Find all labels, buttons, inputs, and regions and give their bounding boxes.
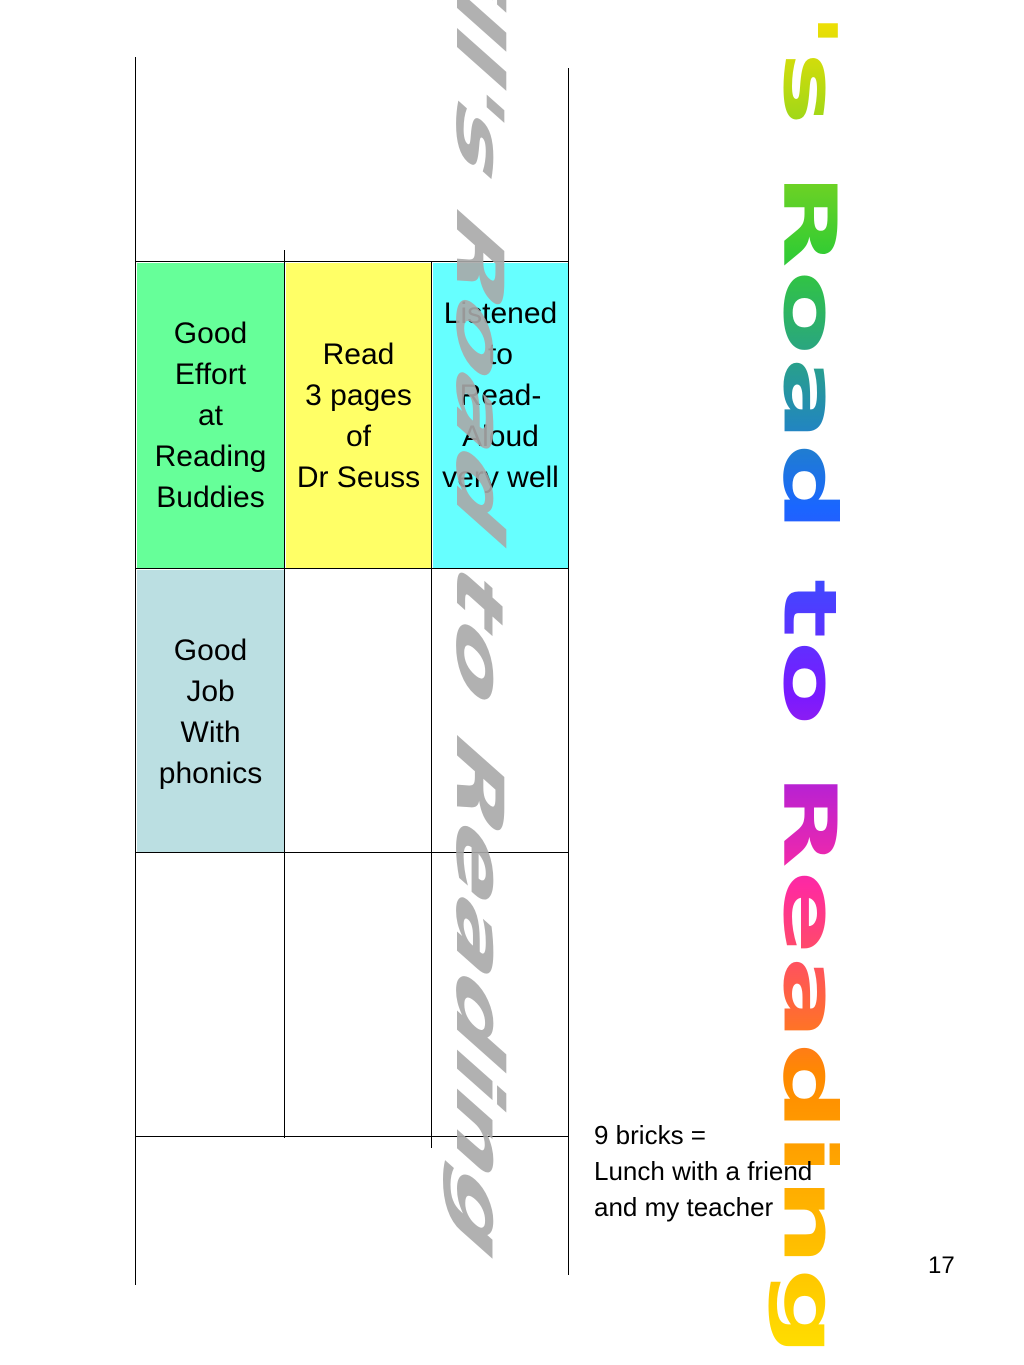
brick-dr-seuss: Read 3 pages of Dr Seuss: [286, 263, 431, 568]
reward-text: 9 bricks = Lunch with a friend and my te…: [594, 1120, 813, 1222]
grid-line-h1: [135, 261, 569, 262]
grid-line-v1: [284, 250, 285, 1138]
title-shadow: Bill's Road to Reading: [441, 0, 518, 1293]
grid-line-h3: [135, 852, 569, 853]
brick-phonics: Good Job With phonics: [137, 570, 284, 852]
page-number: 17: [928, 1252, 955, 1279]
wall-left-line: [135, 57, 136, 1285]
grid-line-v2: [431, 262, 432, 1148]
brick-reading-buddies: Good Effort at Reading Buddies: [137, 263, 284, 568]
wall-right-line: [568, 68, 569, 1275]
brick-read-aloud: Listened to Read- Aloud very well: [433, 263, 568, 568]
title-wordart: Bill's Road to Reading Bill's Road to Re…: [442, 0, 960, 1359]
grid-line-h4: [135, 1136, 569, 1137]
grid-line-h2: [135, 568, 569, 569]
